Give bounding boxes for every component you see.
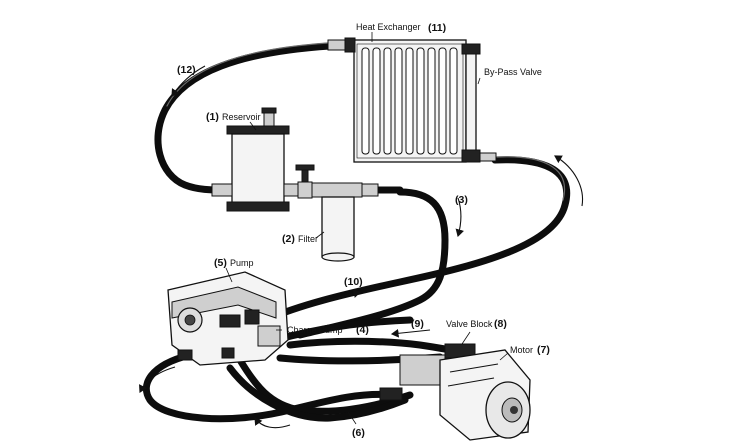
leader-lines bbox=[225, 32, 509, 425]
label-heat-exchanger-number: (11) bbox=[428, 22, 446, 34]
hose-return-exchanger bbox=[261, 156, 571, 324]
label-hose-3: (3) bbox=[455, 194, 468, 206]
label-valve-block-number: (8) bbox=[494, 318, 507, 330]
label-filter: Filter bbox=[298, 234, 318, 244]
label-motor-number: (7) bbox=[537, 344, 550, 356]
reservoir bbox=[211, 107, 299, 212]
bypass-valve bbox=[461, 43, 497, 163]
label-hose-12: (12) bbox=[177, 64, 196, 76]
heat-exchanger bbox=[327, 37, 467, 163]
valve-block bbox=[379, 343, 476, 401]
label-pump: Pump bbox=[230, 258, 254, 268]
flow-arrow-12 bbox=[171, 65, 206, 97]
motor bbox=[439, 349, 531, 441]
flow-arrow-left bbox=[139, 366, 176, 393]
label-bypass-valve: By-Pass Valve bbox=[484, 67, 542, 77]
filter bbox=[311, 182, 379, 262]
flow-arrow-return bbox=[554, 155, 584, 207]
pump bbox=[167, 271, 289, 366]
flow-arrow-bottom bbox=[254, 417, 291, 429]
label-valve-block: Valve Block bbox=[446, 319, 493, 329]
hose-charge-line bbox=[271, 316, 414, 344]
label-hose-6: (6) bbox=[352, 427, 365, 439]
label-motor: Motor bbox=[510, 345, 533, 355]
flow-arrow-10 bbox=[317, 289, 362, 304]
hose-pump-case-drain bbox=[142, 351, 399, 423]
label-charge-pump-number: (4) bbox=[356, 324, 369, 336]
label-reservoir-number: (1) bbox=[206, 111, 219, 123]
label-charge-pump: Charge Pump bbox=[287, 325, 343, 335]
hose-6 bbox=[226, 356, 414, 422]
label-filter-number: (2) bbox=[282, 233, 295, 245]
flow-arrow-3 bbox=[455, 197, 465, 238]
label-hose-9: (9) bbox=[411, 318, 424, 330]
label-heat-exchanger: Heat Exchanger bbox=[356, 22, 421, 32]
label-hose-10: (10) bbox=[344, 276, 363, 288]
label-reservoir: Reservoir bbox=[222, 112, 261, 122]
label-pump-number: (5) bbox=[214, 257, 227, 269]
shutoff-valve bbox=[295, 164, 315, 199]
heat-exchanger-fins bbox=[361, 47, 458, 155]
flow-arrows bbox=[139, 65, 584, 429]
flow-arrow-9 bbox=[390, 328, 431, 338]
